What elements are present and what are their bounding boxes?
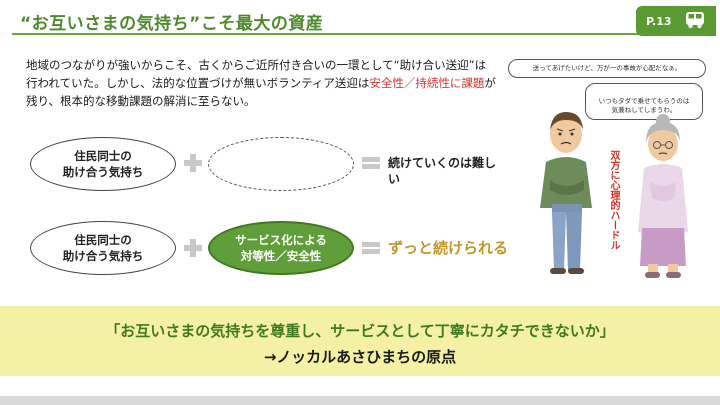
title-underline xyxy=(12,33,708,35)
plus-icon xyxy=(184,239,202,257)
row1-left-label: 住民同士の 助け合う気持ち xyxy=(62,149,144,179)
plus-icon xyxy=(184,154,202,172)
woman-speech-text: いつもタダで乗せてもらうのは 気兼ねしてしまうわ。 xyxy=(598,97,690,114)
row2-left-label: 住民同士の 助け合う気持ち xyxy=(62,233,144,263)
intro-paragraph: 地域のつながりが強いからこそ、古くからご近所付き合いの一環として“助け合い送迎”… xyxy=(26,56,496,110)
slide-header: “お互いさまの気持ち”こそ最大の資産 P.13 xyxy=(0,0,720,42)
equals-icon xyxy=(362,242,380,254)
footer-bar xyxy=(0,396,720,405)
woman-illustration xyxy=(638,114,688,278)
row2-service-oval: サービス化による 対等性／安全性 xyxy=(208,221,354,275)
equals-icon xyxy=(362,157,380,169)
banner-sub-message: →ノッカルあさひまちの原点 xyxy=(263,348,457,366)
page-number: P.13 xyxy=(646,15,672,28)
banner-main-message: 「お互いさまの気持ちを尊重し、サービスとして丁寧にカタチできないか」 xyxy=(105,322,615,340)
intro-text-1: 地域のつながりが強いからこそ、古くからご近所付き合いの一環として“助け合い送迎”… xyxy=(26,58,487,90)
row1-result-text: 続けていくのは難し い xyxy=(388,156,497,186)
intro-highlight-sustainability: 持続性に課題 xyxy=(415,76,485,90)
page-number-tab: P.13 xyxy=(636,6,716,36)
page-title: “お互いさまの気持ち”こそ最大の資産 xyxy=(20,14,324,34)
row1-missing-element-oval xyxy=(208,137,354,191)
man-speech-bubble: 送ってあげたいけど、万が一の事故が心配だなぁ。 xyxy=(508,59,706,78)
intro-text-2: が残り、根本的な移動課題の解消に至らない。 xyxy=(26,76,496,108)
man-speech-text: 送ってあげたいけど、万が一の事故が心配だなぁ。 xyxy=(532,64,682,72)
man-illustration xyxy=(540,112,592,274)
woman-speech-bubble: いつもタダで乗せてもらうのは 気兼ねしてしまうわ。 xyxy=(585,83,703,120)
intro-highlight-safety: 安全性 xyxy=(369,76,404,90)
row1-mutual-aid-oval: 住民同士の 助け合う気持ち xyxy=(30,137,176,191)
psychological-barrier-label: 双方に心理的ハードル xyxy=(608,150,619,250)
row2-result-text: ずっと続けられる xyxy=(388,239,509,257)
intro-highlight-separator: ／ xyxy=(403,76,416,90)
bus-icon xyxy=(686,12,704,29)
conclusion-banner: 「お互いさまの気持ちを尊重し、サービスとして丁寧にカタチできないか」 →ノッカル… xyxy=(0,306,720,376)
row2-right-label: サービス化による 対等性／安全性 xyxy=(235,233,327,263)
row2-mutual-aid-oval: 住民同士の 助け合う気持ち xyxy=(30,221,176,275)
